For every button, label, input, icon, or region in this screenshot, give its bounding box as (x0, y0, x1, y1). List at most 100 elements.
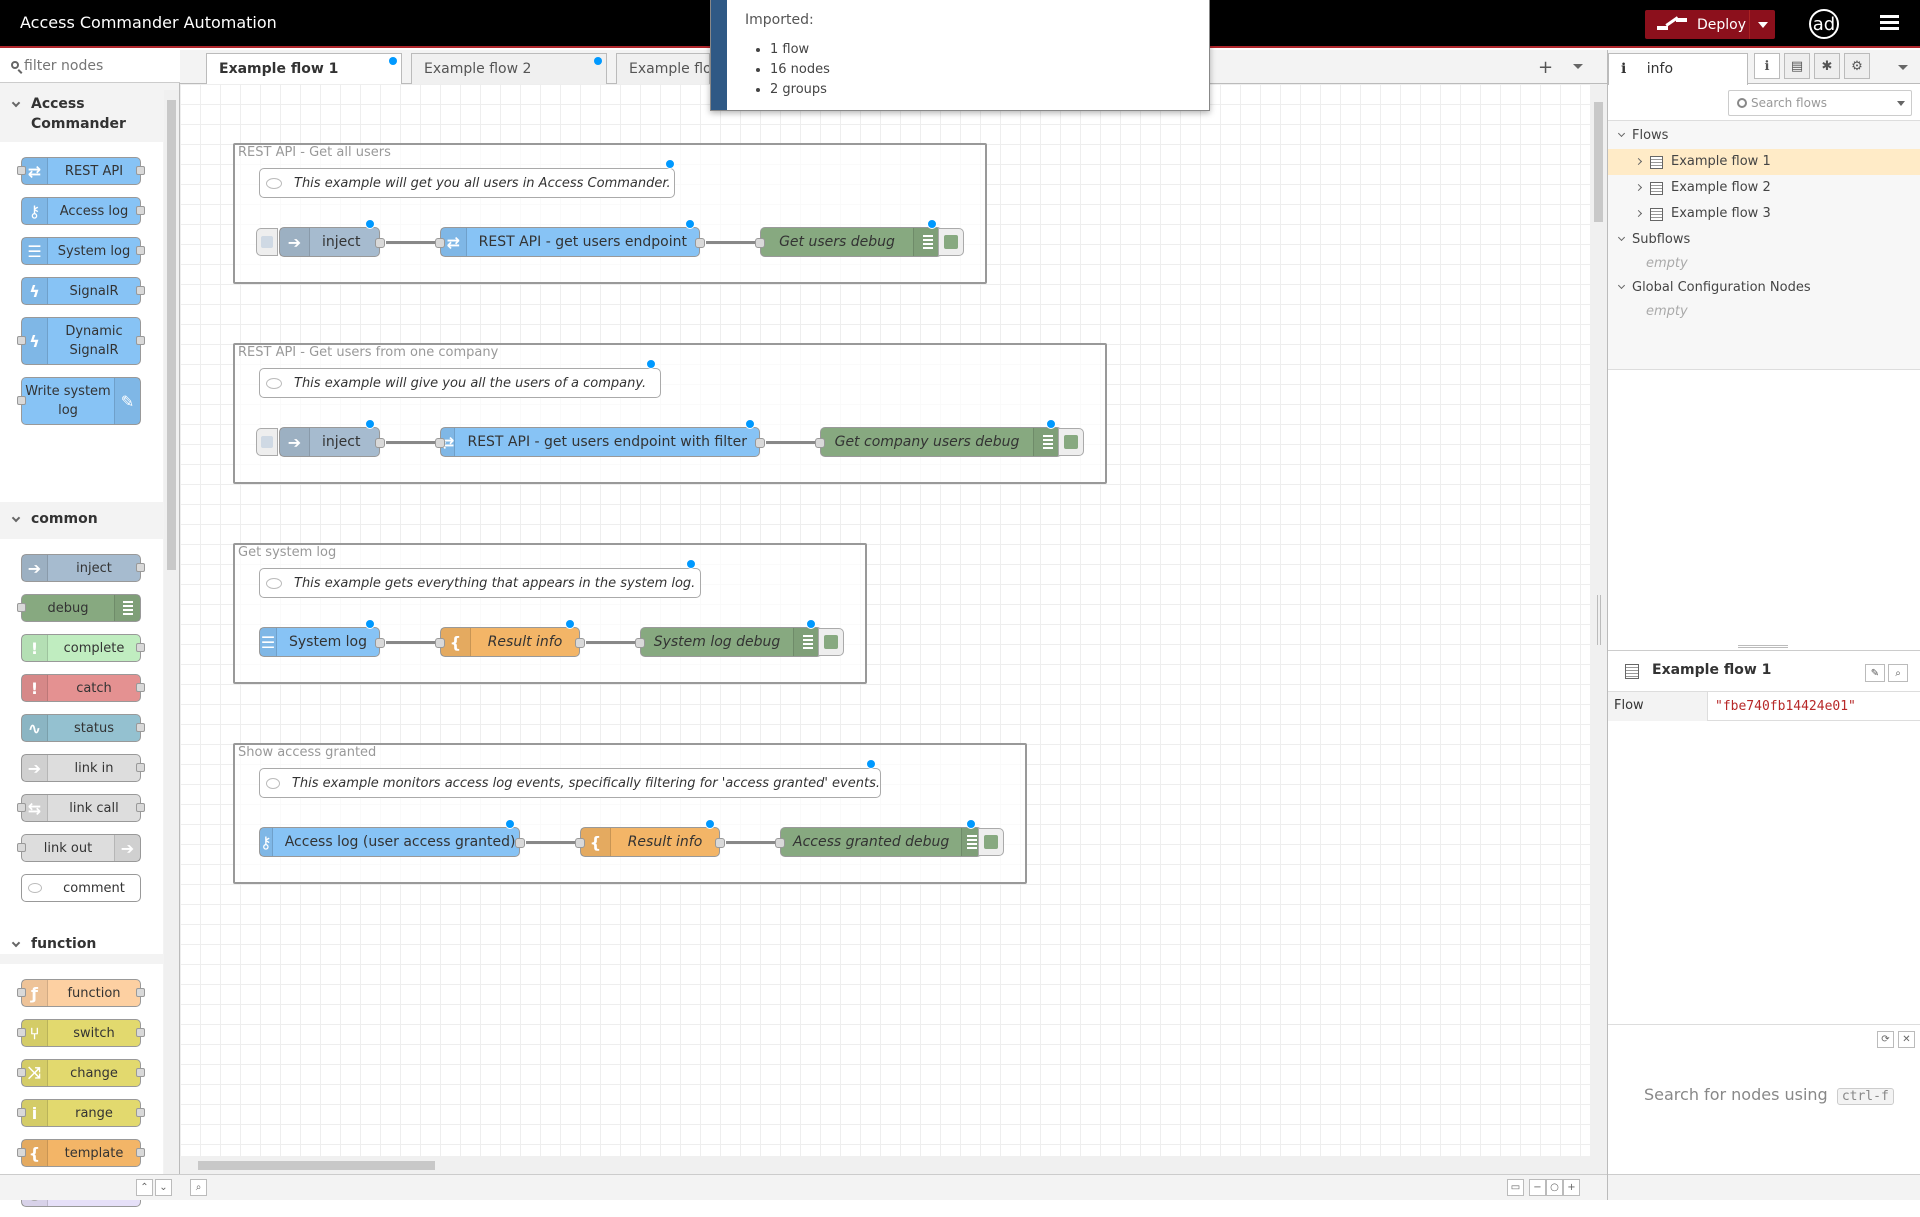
flow-node-debug[interactable]: Get company users debug (815, 427, 1062, 457)
flow-node-rest-api-filter[interactable]: ⇄ REST API - get users endpoint with fil… (435, 427, 765, 457)
wire[interactable] (526, 841, 580, 844)
wire[interactable] (726, 841, 780, 844)
input-port[interactable] (755, 238, 765, 248)
palette-node-write-system-log[interactable]: Write system log ✎ (17, 377, 141, 425)
input-port[interactable] (435, 438, 445, 448)
collapse-all-icon[interactable]: ⌃ (136, 1179, 153, 1196)
palette-node-status[interactable]: ∿ status (21, 714, 145, 742)
refresh-icon[interactable]: ⟳ (1877, 1031, 1894, 1048)
debug-toggle-button[interactable] (1058, 428, 1084, 456)
sidebar-tab-info[interactable]: i info (1608, 53, 1748, 85)
inject-trigger-button[interactable] (256, 428, 278, 456)
tab-example-flow-3[interactable]: Example flow 3 (616, 53, 710, 84)
palette-category-function[interactable]: function (0, 934, 163, 956)
palette-node-rest-api[interactable]: ⇄ REST API (17, 157, 145, 185)
tree-item-example-flow-1[interactable]: Example flow 1 (1608, 149, 1920, 175)
palette-node-inject[interactable]: ➔ inject (21, 554, 145, 582)
flow-search-input[interactable]: Search flows (1728, 90, 1912, 116)
tab-example-flow-2[interactable]: Example flow 2 (411, 53, 607, 84)
zoom-in-icon[interactable]: + (1563, 1179, 1580, 1196)
output-port[interactable] (755, 438, 765, 448)
palette-node-link-in[interactable]: ➔ link in (21, 754, 145, 782)
tree-section-subflows[interactable]: Subflows (1608, 227, 1920, 253)
deploy-menu-caret-icon[interactable] (1749, 10, 1775, 39)
wire[interactable] (706, 241, 760, 244)
search-icon[interactable]: ⌕ (1888, 664, 1908, 682)
wire[interactable] (386, 241, 440, 244)
comment-node[interactable]: This example gets everything that appear… (259, 568, 701, 598)
deploy-button[interactable]: Deploy (1645, 10, 1775, 39)
group-get-system-log[interactable]: Get system log (233, 543, 867, 684)
flow-node-debug[interactable]: System log debug (635, 627, 822, 657)
debug-toggle-button[interactable] (978, 828, 1004, 856)
palette-filter-input[interactable] (24, 58, 164, 74)
group-show-access-granted[interactable]: Show access granted (233, 743, 1027, 884)
palette-node-catch[interactable]: ! catch (21, 674, 145, 702)
flow-node-debug[interactable]: Get users debug (755, 227, 942, 257)
wire[interactable] (386, 441, 440, 444)
palette-node-change[interactable]: ⤨ change (17, 1059, 145, 1087)
tree-item-example-flow-3[interactable]: Example flow 3 (1608, 201, 1920, 227)
wire[interactable] (586, 641, 640, 644)
palette-node-system-log[interactable]: ☰ System log (21, 237, 145, 265)
tab-example-flow-1[interactable]: Example flow 1 (206, 53, 402, 85)
comment-node[interactable]: This example will get you all users in A… (259, 168, 675, 198)
add-tab-icon[interactable]: + (1538, 57, 1554, 78)
palette-node-dynamic-signalr[interactable]: ϟ Dynamic SignalR (17, 317, 145, 365)
output-port[interactable] (375, 238, 385, 248)
output-port[interactable] (375, 438, 385, 448)
tree-section-global-config[interactable]: Global Configuration Nodes (1608, 275, 1920, 301)
info-tab-button-icon[interactable]: ℹ (1754, 53, 1780, 79)
output-port[interactable] (695, 238, 705, 248)
flow-node-rest-api[interactable]: ⇄ REST API - get users endpoint (435, 227, 705, 257)
palette-node-complete[interactable]: ! complete (21, 634, 145, 662)
output-port[interactable] (375, 638, 385, 648)
input-port[interactable] (775, 838, 785, 848)
input-port[interactable] (435, 638, 445, 648)
search-icon[interactable]: ⌕ (190, 1179, 207, 1196)
output-port[interactable] (515, 838, 525, 848)
palette-category-common[interactable]: common (0, 509, 163, 531)
input-port[interactable] (435, 238, 445, 248)
wire[interactable] (766, 441, 820, 444)
close-icon[interactable]: ✕ (1898, 1031, 1915, 1048)
canvas-vertical-scrollbar[interactable] (1590, 84, 1607, 1194)
panel-resize-handle[interactable] (1738, 645, 1788, 648)
canvas-horizontal-scrollbar[interactable] (180, 1156, 1590, 1174)
palette-category-access-commander[interactable]: Access Commander (0, 94, 163, 134)
palette-node-range[interactable]: i range (17, 1099, 145, 1127)
input-port[interactable] (815, 438, 825, 448)
debug-toggle-button[interactable] (818, 628, 844, 656)
palette-node-switch[interactable]: ⑂ switch (17, 1019, 145, 1047)
palette-node-link-call[interactable]: ⇆ link call (17, 794, 145, 822)
tree-item-example-flow-2[interactable]: Example flow 2 (1608, 175, 1920, 201)
wire[interactable] (386, 641, 440, 644)
palette-node-function[interactable]: ƒ function (17, 979, 145, 1007)
palette-scrollbar[interactable] (164, 90, 179, 1190)
zoom-reset-icon[interactable]: ○ (1546, 1179, 1563, 1196)
group-get-users-company[interactable]: REST API - Get users from one company (233, 343, 1107, 484)
flow-node-inject[interactable]: ➔ inject (279, 427, 385, 457)
palette-node-signalr[interactable]: ϟ SignalR (21, 277, 145, 305)
palette-node-debug[interactable]: debug (17, 594, 141, 622)
flow-node-result-info[interactable]: { Result info (435, 627, 585, 657)
scrollbar-thumb[interactable] (1594, 102, 1603, 222)
debug-toggle-button[interactable] (938, 228, 964, 256)
hamburger-menu-icon[interactable] (1880, 15, 1899, 31)
user-avatar[interactable]: ad (1809, 9, 1839, 39)
tab-menu-caret-icon[interactable] (1573, 64, 1583, 69)
palette-node-template[interactable]: { template (17, 1139, 145, 1167)
scrollbar-thumb[interactable] (198, 1161, 435, 1170)
chevron-down-icon[interactable] (1897, 101, 1905, 106)
navigator-map-icon[interactable]: ▭ (1507, 1179, 1524, 1196)
palette-node-access-log[interactable]: ⚷ Access log (21, 197, 145, 225)
zoom-out-icon[interactable]: − (1529, 1179, 1546, 1196)
sidebar-splitter-handle[interactable] (1597, 595, 1601, 645)
flow-node-access-log[interactable]: ⚷ Access log (user access granted) (259, 827, 525, 857)
flow-canvas[interactable]: REST API - Get all users This example wi… (180, 84, 1590, 1184)
sidebar-menu-caret-icon[interactable] (1898, 65, 1908, 70)
tree-section-flows[interactable]: Flows (1608, 123, 1920, 149)
gear-icon[interactable]: ⚙ (1844, 53, 1870, 79)
palette-node-link-out[interactable]: link out ➔ (17, 834, 141, 862)
flow-node-debug[interactable]: Access granted debug (775, 827, 982, 857)
